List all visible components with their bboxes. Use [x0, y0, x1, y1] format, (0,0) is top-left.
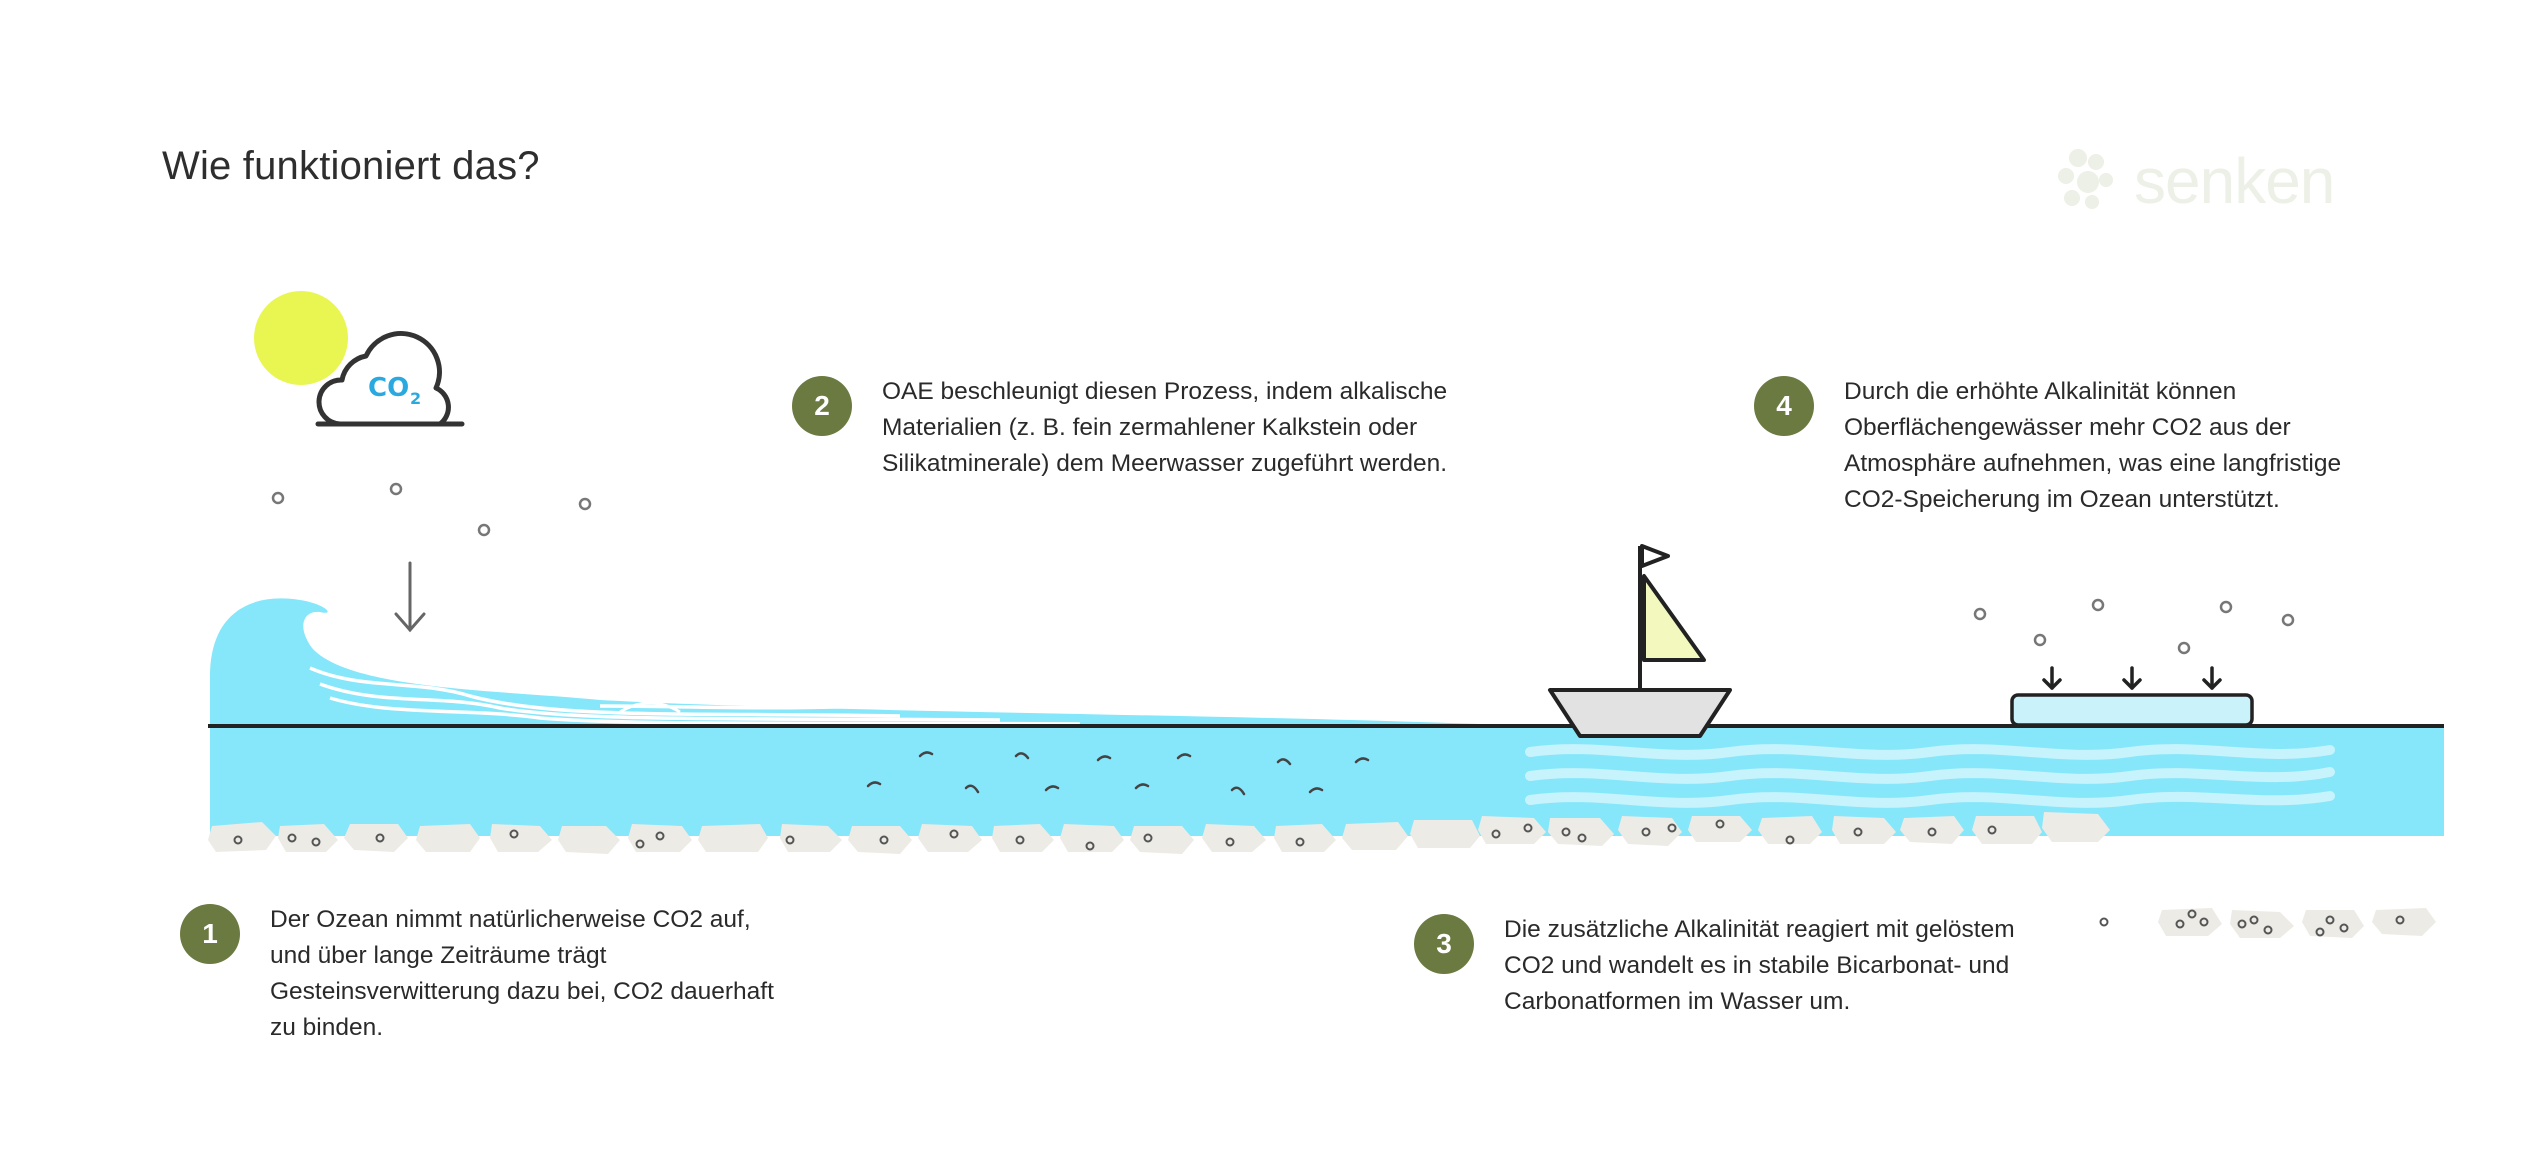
absorb-arrows — [2042, 666, 2222, 690]
cloud-icon: CO 2 — [315, 331, 465, 427]
step-4: 4 Durch die erhöhte Alkalinität können O… — [1754, 376, 2474, 536]
seabed-rocks — [208, 812, 2110, 854]
alkaline-particles — [866, 751, 1370, 796]
paw-dots-icon — [2058, 149, 2113, 209]
step-text: Durch die erhöhte Alkalinität können Obe… — [1844, 378, 2342, 513]
step-badge: 1 — [180, 904, 240, 964]
surface-water-box — [2010, 693, 2254, 727]
step-text: Die zusätzliche Alkalinität reagiert mit… — [1504, 916, 2015, 1015]
page-title: Wie funktioniert das? — [162, 144, 540, 188]
step-text: Der Ozean nimmt natürlicherweise CO2 auf… — [270, 906, 774, 1041]
co2-particles-right — [1973, 598, 2295, 655]
co2-label: CO — [368, 373, 409, 403]
step-3: 3 Die zusätzliche Alkalinität reagiert m… — [1414, 914, 2114, 1034]
logo-wordmark: senken — [2134, 145, 2335, 217]
surface-crests — [619, 698, 1361, 716]
step-badge: 2 — [792, 376, 852, 436]
boat — [1548, 544, 1732, 738]
senken-logo: senken — [2048, 140, 2348, 220]
wave — [210, 598, 1500, 726]
co2-particles-left — [271, 482, 592, 537]
carbonate-rocks — [2099, 908, 2436, 938]
step-badge: 3 — [1414, 914, 1474, 974]
co2-subscript: 2 — [410, 389, 421, 408]
water-bands — [1525, 744, 2335, 808]
step-1: 1 Der Ozean nimmt natürlicherweise CO2 a… — [180, 904, 880, 1064]
step-badge: 4 — [1754, 376, 1814, 436]
step-text: OAE beschleunigt diesen Prozess, indem a… — [882, 378, 1448, 477]
sun — [254, 291, 348, 385]
step-2: 2 OAE beschleunigt diesen Prozess, indem… — [792, 376, 1552, 496]
arrow-down-icon — [394, 561, 426, 633]
